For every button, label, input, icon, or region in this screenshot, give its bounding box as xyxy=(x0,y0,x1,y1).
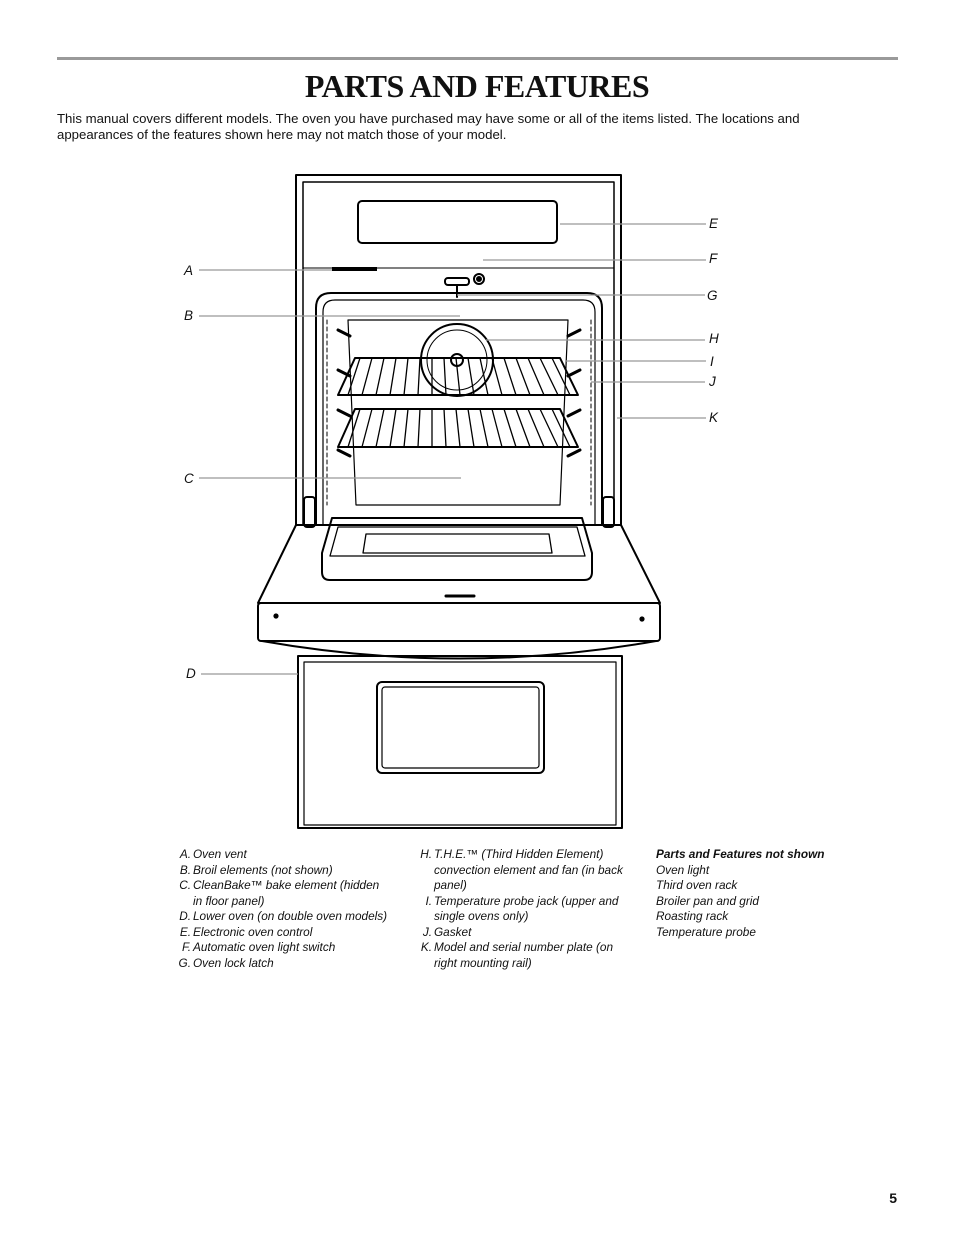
callout-k: K xyxy=(709,410,719,425)
callout-j: J xyxy=(709,374,716,389)
not-shown-item: Broiler pan and grid xyxy=(656,893,759,908)
not-shown-item: Roasting rack xyxy=(656,909,729,923)
lower-oven-window xyxy=(376,681,545,774)
callout-d: D xyxy=(186,666,196,681)
legend-item-j: J.Gasket xyxy=(422,924,472,939)
legend-item-c: C.CleanBake™ bake element (hidden in flo… xyxy=(179,878,380,908)
legend-item-k: K.Model and serial number plate (on righ… xyxy=(420,940,614,970)
control-panel xyxy=(357,200,558,244)
callout-c: C xyxy=(184,471,194,486)
legend-item-e: E.Electronic oven control xyxy=(179,924,313,939)
light-switch xyxy=(473,273,485,285)
legend-column-1: A.Oven vent B.Broil elements (not shown)… xyxy=(178,847,403,971)
intro-paragraph: This manual covers different models. The… xyxy=(57,111,800,142)
not-shown-heading: Parts and Features not shown xyxy=(656,847,825,861)
callout-e: E xyxy=(709,216,719,231)
lower-oven xyxy=(297,655,623,829)
legend-item-h: H.T.H.E.™ (Third Hidden Element) convect… xyxy=(420,847,623,892)
legend-item-a: A.Oven vent xyxy=(179,847,247,861)
callout-b: B xyxy=(184,308,194,323)
callout-a: A xyxy=(184,263,194,278)
not-shown-item: Temperature probe xyxy=(656,924,756,939)
legend-item-b: B.Broil elements (not shown) xyxy=(179,862,333,877)
upper-rack xyxy=(337,357,579,396)
oven-lock-latch xyxy=(444,277,470,286)
top-rule xyxy=(57,57,898,60)
not-shown-item: Oven light xyxy=(656,862,710,877)
oven-door xyxy=(257,524,661,604)
legend-column-3: Parts and Features not shown Oven light … xyxy=(656,847,856,940)
callout-f: F xyxy=(709,251,718,266)
legend-item-d: D.Lower oven (on double oven models) xyxy=(179,909,388,923)
legend-item-i: I.Temperature probe jack (upper and sing… xyxy=(425,893,619,924)
legend-column-2: H.T.H.E.™ (Third Hidden Element) convect… xyxy=(418,847,640,971)
oven-cavity xyxy=(315,292,603,526)
door-handle-panel xyxy=(257,602,661,642)
callout-h: H xyxy=(709,331,719,346)
legend-item-g: G.Oven lock latch xyxy=(178,955,274,970)
page-number: 5 xyxy=(889,1190,897,1206)
cabinet-frame xyxy=(295,174,622,526)
callout-i: I xyxy=(710,354,714,369)
page-title: PARTS AND FEATURES xyxy=(304,68,650,104)
not-shown-item: Third oven rack xyxy=(656,878,738,892)
oven-vent xyxy=(332,267,377,271)
legend-item-f: F.Automatic oven light switch xyxy=(182,940,336,954)
callout-g: G xyxy=(707,288,718,303)
lower-rack xyxy=(337,408,579,448)
